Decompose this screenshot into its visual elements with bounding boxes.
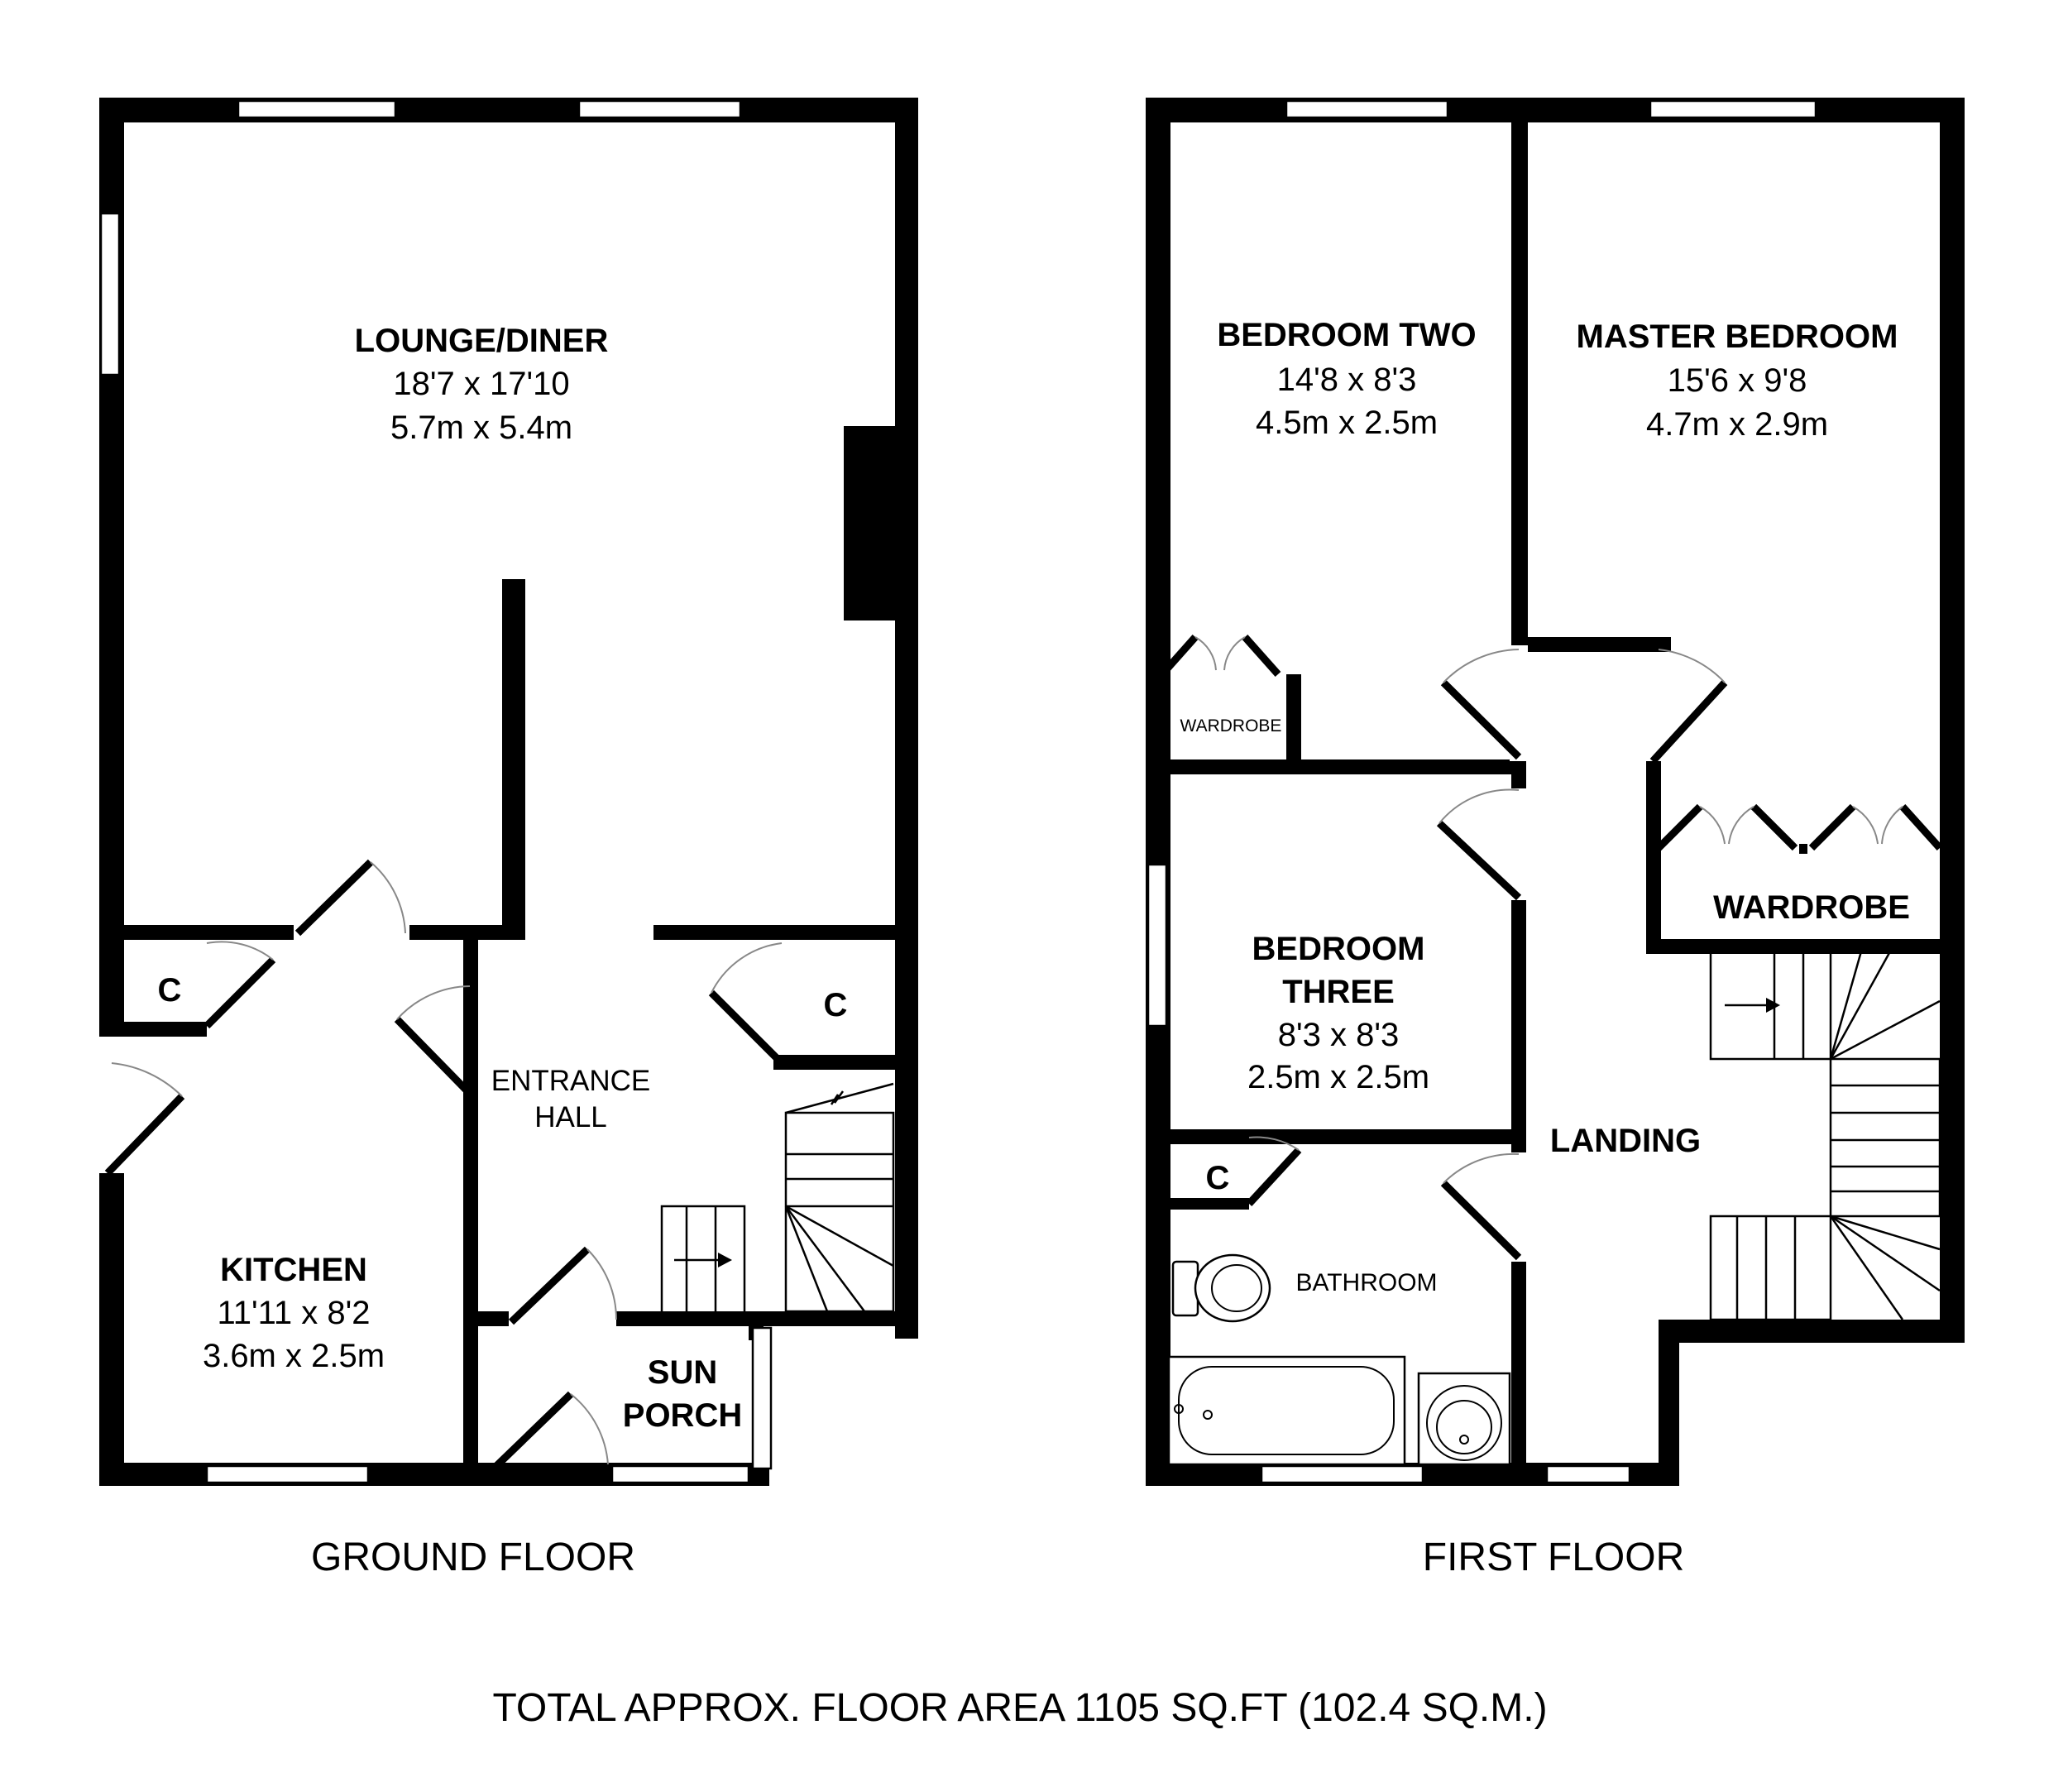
gf-wall-kitchen-hall [463,935,478,1481]
lounge-metric: 5.7m x 5.4m [390,410,572,446]
sun-porch-line1: SUN [648,1354,717,1391]
bedroom-three-metric: 2.5m x 2.5m [1247,1059,1429,1095]
wardrobe-small-label: WARDROBE [1180,716,1282,735]
gf-staircase [660,1082,895,1315]
gf-wall-left-lower [99,1173,124,1486]
ff-window-bed3 [1146,863,1168,1028]
gf-cupboard-right-label: C [824,987,848,1023]
gf-wall-right [895,98,918,1339]
total-floor-area: TOTAL APPROX. FLOOR AREA 1105 SQ.FT (102… [492,1686,1547,1730]
kitchen-metric: 3.6m x 2.5m [203,1338,385,1374]
ff-wall-bed2-master [1511,108,1528,645]
gf-wall-lounge-stub [502,579,525,935]
gf-wall-lounge-bottom-right [653,925,902,940]
gf-wall-hall-porch-left [463,1311,509,1326]
bedroom-two-imperial: 14'8 x 8'3 [1277,362,1417,398]
ff-cupboard-label: C [1206,1160,1230,1196]
ff-door-master [1649,649,1728,764]
ff-door-bed2 [1440,645,1528,761]
ff-wall-right [1940,98,1965,1343]
ff-wall-bed3-bottom [1158,1129,1526,1144]
gf-window-porch-bottom [610,1464,750,1484]
gf-window-left [99,212,121,376]
ff-staircase [1709,950,1941,1321]
lounge-imperial: 18'7 x 17'10 [393,366,569,402]
gf-door-cupboard-right [708,942,783,1062]
gf-window-kitchen-bottom [205,1464,370,1484]
ff-wardrobe-large-doors [1655,803,1943,854]
ff-door-bathroom [1440,1152,1522,1261]
gf-wall-lounge-bottom-mid [405,925,525,940]
basin-fixture [1417,1372,1511,1466]
entrance-hall-line2: HALL [534,1101,607,1133]
master-bedroom-imperial: 15'6 x 9'8 [1668,362,1807,399]
ff-wall-wardrobe-large-left [1646,761,1661,951]
ff-window-bathroom [1260,1464,1424,1484]
first-floor-label: FIRST FLOOR [1423,1536,1684,1579]
first-floor-plan: BEDROOM TWO 14'8 x 8'3 4.5m x 2.5m MASTE… [1146,98,1965,1579]
gf-door-porch-outer [493,1391,609,1469]
gf-wall-cupboard-right-bottom [773,1055,898,1070]
ff-window-landing [1545,1464,1631,1484]
ff-wall-bed2-bottom [1158,759,1526,774]
master-bedroom-metric: 4.7m x 2.9m [1646,406,1828,443]
bedroom-two-metric: 4.5m x 2.5m [1256,405,1438,441]
bath-fixture [1167,1355,1406,1466]
ff-wardrobe-small-doors [1159,635,1281,677]
ground-floor-label: GROUND FLOOR [311,1536,635,1579]
gf-wall-lounge-bottom-left [99,925,298,940]
kitchen-imperial: 11'11 x 8'2 [217,1295,370,1331]
ff-wall-landing-left-lower [1511,1262,1526,1477]
gf-door-porch-inner [508,1246,618,1325]
gf-cupboard-left-label: C [158,972,182,1009]
gf-door-lounge [294,859,409,943]
gf-wall-top [99,98,918,122]
ff-wall-cupboard-bottom [1158,1198,1249,1210]
gf-window-top-left [237,99,397,119]
gf-wall-hall-porch-right [616,1311,914,1326]
gf-door-hall-left [394,985,473,1097]
ff-wall-left [1146,98,1170,1486]
ff-window-master [1649,99,1817,119]
entrance-hall-line1: ENTRANCE [491,1065,651,1097]
ff-wall-top [1146,98,1965,122]
landing-label: LANDING [1550,1123,1701,1159]
ground-floor-plan: LOUNGE/DINER 18'7 x 17'10 5.7m x 5.4m KI… [99,98,918,1579]
gf-wall-cupboard-left-bottom [99,1022,207,1037]
ff-window-bed2 [1285,99,1449,119]
toilet-fixture [1171,1253,1271,1323]
gf-chimney-breast [844,426,902,620]
sun-porch-line2: PORCH [623,1397,742,1434]
ff-wall-right-step [1659,1320,1679,1485]
ff-wall-landing-left-upper [1511,759,1526,788]
bedroom-three-line2: THREE [1282,974,1395,1010]
bedroom-three-imperial: 8'3 x 8'3 [1278,1017,1399,1053]
bedroom-three-line1: BEDROOM [1252,931,1425,967]
ff-wall-wardrobe-large-bottom [1646,939,1952,954]
ff-wall-bottom-right [1659,1320,1965,1343]
ff-door-bed3 [1436,788,1522,901]
gf-window-porch-side [751,1326,773,1470]
bathroom-label: BATHROOM [1295,1269,1437,1296]
ff-wall-wardrobe-small-side [1286,674,1301,772]
bedroom-two-name: BEDROOM TWO [1217,317,1476,353]
ff-wall-landing-left-mid [1511,900,1526,1152]
lounge-name: LOUNGE/DINER [355,323,609,359]
master-bedroom-name: MASTER BEDROOM [1577,319,1898,355]
gf-door-kitchen-external [104,1062,185,1176]
ff-wall-master-bottom [1522,637,1671,652]
kitchen-name: KITCHEN [220,1252,367,1288]
gf-door-cupboard-left [203,941,276,1029]
gf-window-top-right [577,99,742,119]
wardrobe-large-label: WARDROBE [1713,889,1910,926]
ff-door-cupboard [1246,1136,1302,1207]
